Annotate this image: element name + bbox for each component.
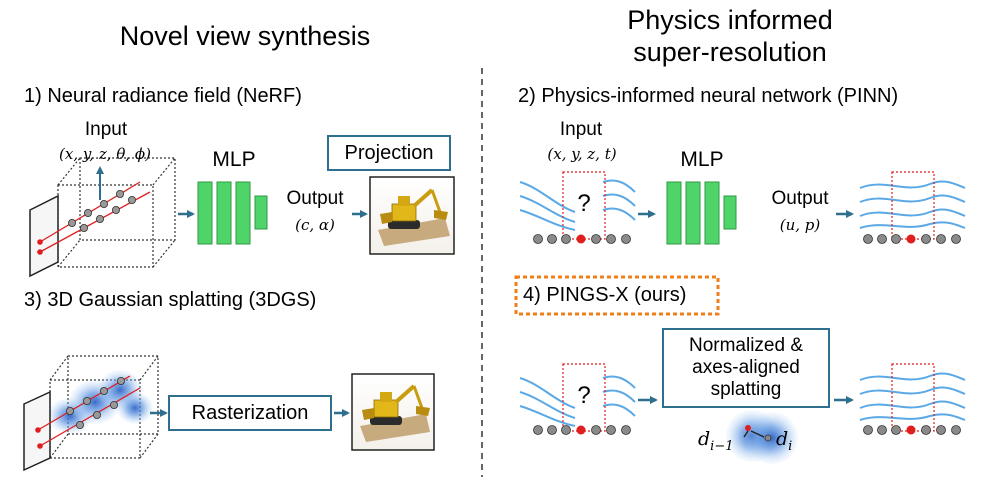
- pings-output-field: [859, 363, 966, 435]
- rasterization-label: Rasterization: [191, 401, 309, 424]
- pings-input-field: [519, 363, 636, 435]
- nerf-mlp-label: MLP: [212, 148, 256, 171]
- section-pings-heading: 4) PINGS-X (ours): [523, 284, 687, 306]
- nerf-scene-cube: [57, 157, 176, 268]
- pinn-mlp-layers: [666, 181, 737, 245]
- splat-line1: Normalized &: [688, 335, 804, 356]
- d-prev-label: di−1: [698, 428, 734, 454]
- title-physics-informed: Physics informed super-resolution: [560, 4, 900, 68]
- pinn-output-vars: (u, p): [779, 216, 821, 234]
- nerf-input-vars: (x, y, z, θ, ϕ): [59, 145, 151, 163]
- pinn-input-field: [519, 171, 636, 244]
- splatting-box: Normalized & axes-aligned splatting: [662, 328, 830, 408]
- gs-gaussian-blobs: [48, 370, 153, 434]
- gs-rendered-image: [351, 373, 435, 451]
- splat-line3: splatting: [710, 379, 782, 400]
- nerf-image-plane: [29, 194, 59, 278]
- nerf-input-label: Input: [84, 119, 128, 140]
- pings-splat-gaussians: [726, 410, 798, 464]
- nerf-output-label: Output: [286, 188, 344, 209]
- section-pinn-heading: 2) Physics-informed neural network (PINN…: [518, 85, 899, 107]
- nerf-rendered-image: [369, 176, 455, 255]
- pinn-output-field: [859, 171, 966, 244]
- pings-highlight-box: [514, 275, 720, 316]
- splat-line2: axes-aligned: [692, 357, 800, 378]
- section-3dgs-heading: 3) 3D Gaussian splatting (3DGS): [24, 289, 317, 311]
- title-physics-line1: Physics informed: [627, 5, 833, 35]
- pings-question-mark: ?: [577, 382, 591, 409]
- section-nerf-heading: 1) Neural radiance field (NeRF): [24, 85, 302, 107]
- title-physics-line2: super-resolution: [633, 37, 827, 67]
- d-cur-label: di: [776, 428, 792, 454]
- d-cur-symbol: d: [776, 428, 789, 450]
- pinn-mlp-label: MLP: [680, 148, 724, 171]
- pinn-input-vars: (x, y, z, t): [547, 145, 617, 163]
- pinn-output-label: Output: [771, 188, 829, 209]
- title-novel-view-synthesis: Novel view synthesis: [119, 21, 371, 51]
- d-prev-subscript: i−1: [710, 438, 734, 454]
- d-prev-symbol: d: [698, 428, 711, 450]
- projection-box: Projection: [327, 135, 451, 171]
- d-cur-subscript: i: [788, 438, 793, 454]
- rasterization-box: Rasterization: [168, 395, 332, 431]
- projection-label: Projection: [344, 141, 434, 164]
- gs-rays: [35, 375, 141, 449]
- nerf-mlp-layers: [197, 181, 268, 245]
- pinn-input-label: Input: [559, 119, 603, 140]
- pinn-question-mark: ?: [577, 190, 591, 217]
- nerf-rays: [37, 181, 151, 255]
- nerf-output-vars: (c, α): [295, 216, 335, 234]
